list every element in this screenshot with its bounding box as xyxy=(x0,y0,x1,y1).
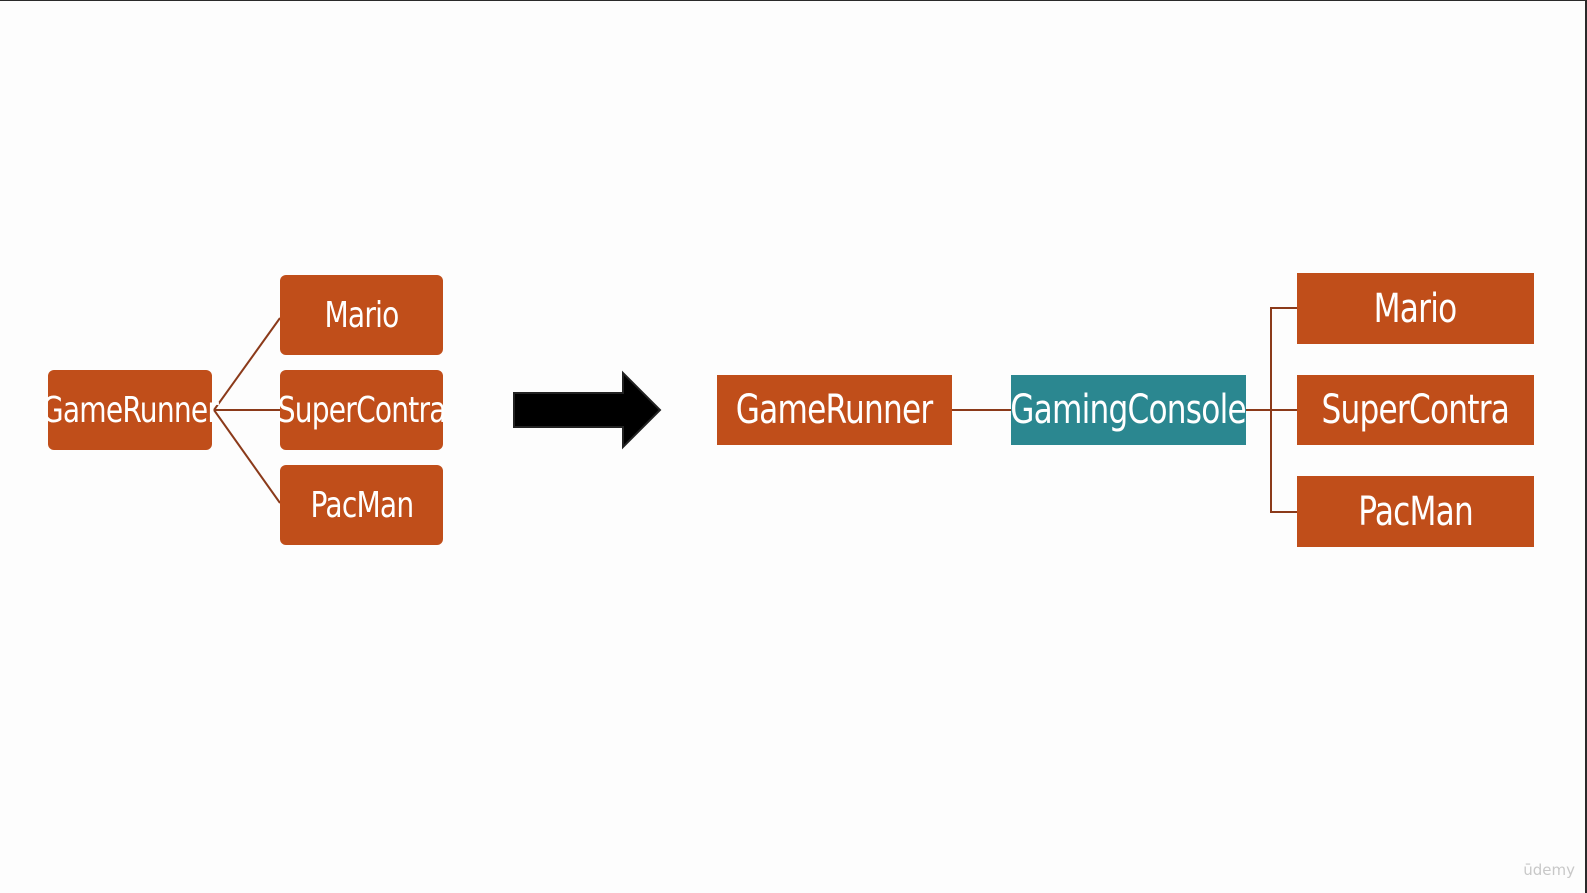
right-gamingconsole-box: GamingConsole xyxy=(1010,375,1247,445)
right-pacman-label: PacMan xyxy=(1358,488,1474,535)
right-supercontra-box: SuperContra xyxy=(1297,375,1534,445)
right-mario-label: Mario xyxy=(1374,285,1458,332)
left-pacman-label: PacMan xyxy=(310,484,414,526)
left-supercontra-label: SuperContra xyxy=(277,389,446,431)
right-gamingconsole-label: GamingConsole xyxy=(1010,387,1247,433)
left-pacman-box: PacMan xyxy=(280,465,443,545)
right-arrow-icon xyxy=(513,370,662,450)
right-gamerunner-label: GameRunner xyxy=(736,387,933,433)
left-supercontra-box: SuperContra xyxy=(277,370,446,450)
left-connector-pacman xyxy=(213,409,281,504)
left-connector-mario xyxy=(213,317,281,411)
right-supercontra-label: SuperContra xyxy=(1321,387,1510,433)
left-mario-box: Mario xyxy=(280,275,443,355)
left-mario-label: Mario xyxy=(324,294,399,336)
right-mario-box: Mario xyxy=(1297,273,1534,344)
right-connector-bracket xyxy=(1270,307,1297,513)
left-gamerunner-box: GameRunner xyxy=(42,370,219,450)
udemy-watermark: ūdemy xyxy=(1523,861,1575,879)
left-gamerunner-label: GameRunner xyxy=(41,389,219,431)
right-pacman-box: PacMan xyxy=(1297,476,1534,547)
right-gamerunner-box: GameRunner xyxy=(717,375,952,445)
